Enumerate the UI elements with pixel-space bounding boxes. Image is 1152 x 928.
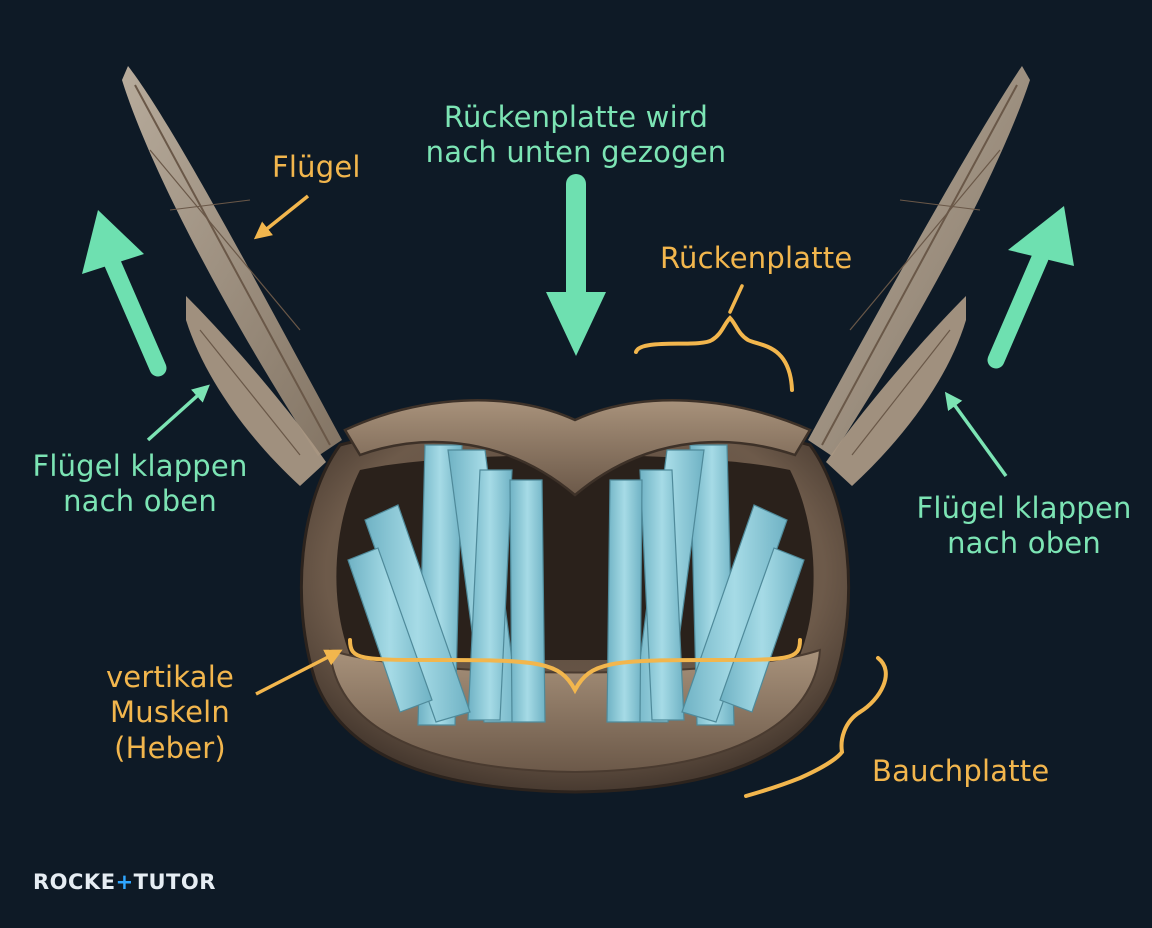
- wings-up-arrow-right: [987, 206, 1074, 369]
- dorsal-plate-label: Rückenplatte: [660, 241, 853, 275]
- rocket-tutor-logo: ROCKE+TUTOR: [33, 870, 216, 894]
- muscles-pointer-arrow: [255, 649, 343, 696]
- plate-pulled-down-label: Rückenplatte wird nach unten gezogen: [425, 100, 727, 170]
- wing-label: Flügel: [272, 150, 361, 184]
- ventral-plate-label: Bauchplatte: [872, 754, 1050, 788]
- ventral-plate-brace: [744, 656, 888, 798]
- wings-up-right-pointer: [944, 391, 1008, 478]
- right-wing: [808, 66, 1030, 486]
- wings-up-right-label: Flügel klappen nach oben: [916, 491, 1132, 561]
- dorsal-plate-brace: [634, 315, 794, 392]
- muscles-brace: [348, 638, 802, 695]
- vertical-muscles: [347, 444, 805, 726]
- wings-up-left-label: Flügel klappen nach oben: [32, 449, 248, 519]
- plate-down-arrow: [546, 174, 606, 356]
- dorsal-plate-tick: [728, 284, 744, 314]
- wings-up-arrow-left: [82, 210, 167, 377]
- left-wing: [122, 66, 342, 486]
- wing-pointer-arrow: [253, 194, 310, 240]
- dorsal-plate: [343, 399, 812, 497]
- vertical-muscles-label: vertikale Muskeln (Heber): [105, 660, 235, 765]
- wings-up-left-pointer: [146, 384, 210, 442]
